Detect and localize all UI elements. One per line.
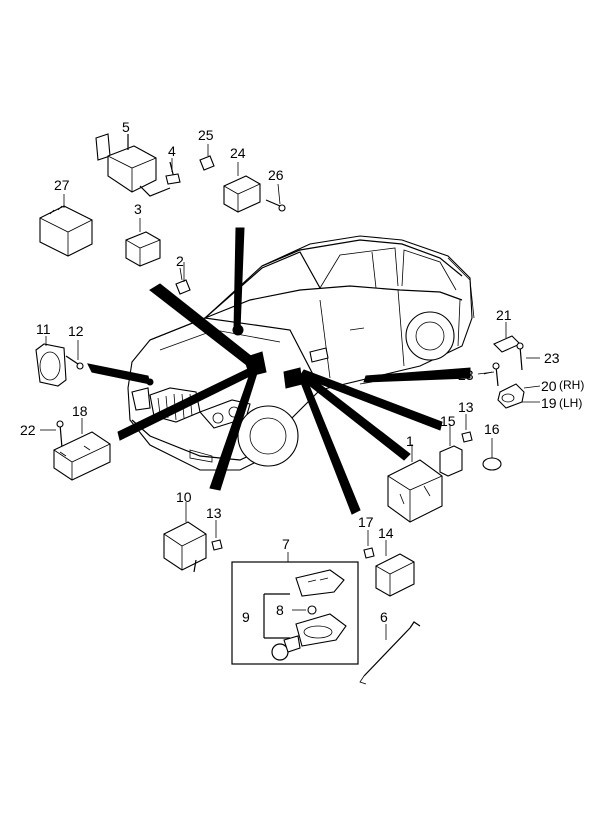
callout-16: 16 [484, 421, 500, 437]
callout-2: 2 [176, 253, 184, 269]
callout-20-side: (RH) [559, 378, 584, 392]
part-7-keyfob-kit [231, 552, 359, 665]
location-pointers [87, 227, 471, 515]
callout-23-right: 23 [544, 350, 560, 366]
callout-26: 26 [268, 167, 284, 183]
part-15-box [439, 424, 463, 477]
callout-13-bottom: 13 [206, 505, 222, 521]
callout-15: 15 [440, 413, 456, 429]
part-16-grommet [482, 438, 502, 471]
part-3-block [125, 218, 161, 267]
part-6-antenna [359, 621, 421, 685]
callout-24: 24 [230, 145, 246, 161]
callout-25: 25 [198, 127, 214, 143]
part-13-nut [461, 414, 473, 443]
callout-7: 7 [282, 536, 290, 552]
callout-labels: 5 4 25 24 26 27 3 2 11 12 21 23 23 20 (R… [20, 119, 584, 625]
part-17-nut [363, 530, 375, 559]
part-24-box [223, 162, 261, 213]
leader-lines [63, 134, 495, 375]
part-25-nut [199, 144, 215, 171]
part-12-bolt [65, 355, 84, 370]
part-27-unit [39, 205, 93, 257]
callout-19-side: (LH) [559, 396, 582, 410]
callout-12: 12 [68, 323, 84, 339]
callout-5: 5 [122, 119, 130, 135]
callout-27: 27 [54, 177, 70, 193]
part-1-module [387, 444, 443, 523]
callout-6: 6 [380, 609, 388, 625]
callout-17: 17 [358, 514, 374, 530]
part-14-module [375, 540, 415, 597]
callout-23-left: 23 [458, 367, 474, 383]
callout-13-top: 13 [458, 399, 474, 415]
part-26-screw [265, 199, 286, 212]
part-10-unit [163, 502, 207, 573]
callout-4: 4 [168, 143, 176, 159]
part-19-20-sensor [497, 383, 541, 409]
callout-21: 21 [496, 307, 512, 323]
callout-14: 14 [378, 525, 394, 541]
callout-22: 22 [20, 422, 36, 438]
part-4-screw [165, 161, 181, 185]
part-2-clip [175, 267, 191, 295]
callout-10: 10 [176, 489, 192, 505]
car-illustration [127, 235, 475, 471]
part-23-screws [483, 342, 540, 387]
part-21-bracket [493, 322, 521, 353]
callout-20: 20 [541, 378, 557, 394]
callout-8: 8 [276, 602, 284, 618]
callout-3: 3 [134, 201, 142, 217]
callout-1: 1 [406, 433, 414, 449]
callout-18: 18 [72, 403, 88, 419]
part-11-horn [35, 336, 67, 387]
part-13b-nut [211, 520, 223, 551]
callout-11: 11 [36, 321, 51, 337]
callout-19: 19 [541, 395, 557, 411]
part-5-module [95, 133, 171, 197]
part-22-bolt [40, 420, 64, 449]
part-18-module [53, 418, 111, 481]
callout-9: 9 [242, 609, 250, 625]
